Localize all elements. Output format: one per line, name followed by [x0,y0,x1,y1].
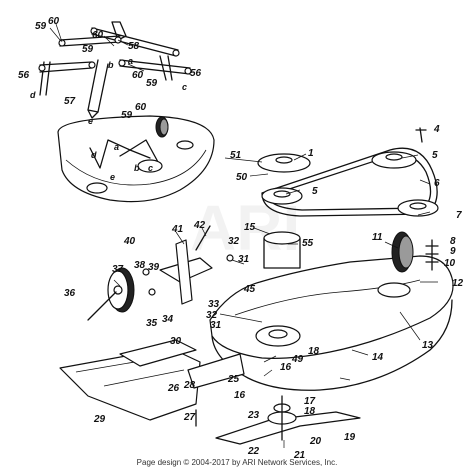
callout-42: 42 [193,220,206,231]
callout-a1: a [128,56,133,66]
callout-10: 10 [444,258,456,269]
gauge-wheel-assembly [87,225,234,321]
callout-22: 22 [247,446,260,457]
callout-d2: d [91,150,97,160]
callout-b1: b [108,60,114,70]
callout-59b: 59 [82,44,94,55]
callout-49: 49 [291,354,304,365]
callout-60a: 60 [48,16,60,27]
callout-26: 26 [167,383,180,394]
callout-5b: 5 [312,186,318,197]
callout-41: 41 [171,224,184,235]
callout-21: 21 [293,450,306,461]
callout-58: 58 [128,41,140,52]
callout-c1: c [182,82,187,92]
callout-31b: 31 [210,320,222,331]
callout-36: 36 [64,288,76,299]
callout-9: 9 [450,246,456,257]
callout-1: 1 [308,148,314,159]
callout-17: 17 [304,396,316,407]
callout-16a: 16 [280,362,292,373]
callout-32a: 32 [228,236,240,247]
callout-51: 51 [230,150,242,161]
callout-31a: 31 [238,254,250,265]
callout-39: 39 [148,262,160,273]
callout-15: 15 [244,222,256,233]
callout-27: 27 [183,412,196,423]
callout-19: 19 [344,432,356,443]
lift-linkage-assembly [38,21,192,119]
copyright-footer: Page design © 2004-2017 by ARI Network S… [136,458,338,467]
mower-deck-shell [209,231,454,391]
callout-59c: 59 [146,78,158,89]
callout-60d: 60 [135,102,147,113]
callout-45: 45 [243,284,256,295]
callout-c2: c [148,163,153,173]
callout-16b: 16 [234,390,246,401]
callout-b2: b [134,163,140,173]
callout-d1: d [30,90,36,100]
callout-e1: e [88,116,93,126]
callout-37: 37 [112,264,124,275]
deck-top-view [57,115,215,203]
callout-59a: 59 [35,21,47,32]
callout-35: 35 [146,318,158,329]
callout-6: 6 [434,178,440,189]
callout-34: 34 [162,314,174,325]
callout-11: 11 [372,232,383,243]
callout-8: 8 [450,236,456,247]
callout-18b: 18 [304,406,316,417]
callout-50: 50 [236,172,248,183]
callout-20: 20 [309,436,322,447]
callout-60b: 60 [92,30,104,41]
discharge-chute [59,339,245,427]
callout-12: 12 [452,278,464,289]
callout-29: 29 [93,414,106,425]
callout-e2: e [110,172,115,182]
callout-13: 13 [422,340,434,351]
callout-38: 38 [134,260,146,271]
callout-18a: 18 [308,346,320,357]
callout-56a: 56 [18,70,30,81]
callout-59d: 59 [121,110,133,121]
blade-assembly [215,395,361,445]
callout-4: 4 [433,124,440,135]
belt-pulley-assembly [257,127,439,217]
callout-7: 7 [456,210,462,221]
callout-5a: 5 [432,150,438,161]
callout-40: 40 [123,236,136,247]
callout-60c: 60 [132,70,144,81]
callout-33: 33 [208,299,220,310]
leader-lines [113,153,438,448]
callout-28: 28 [183,380,196,391]
callout-a2: a [114,142,119,152]
callout-56b: 56 [190,68,202,79]
callout-14: 14 [372,352,384,363]
callout-23: 23 [247,410,260,421]
callout-labels: 59 60 60 59 58 a b 60 59 56 56 c d 57 60… [18,16,464,461]
callout-30: 30 [170,336,182,347]
callout-25: 25 [227,374,240,385]
callout-55: 55 [302,238,314,249]
callout-57: 57 [64,96,76,107]
callout-32b: 32 [206,310,218,321]
